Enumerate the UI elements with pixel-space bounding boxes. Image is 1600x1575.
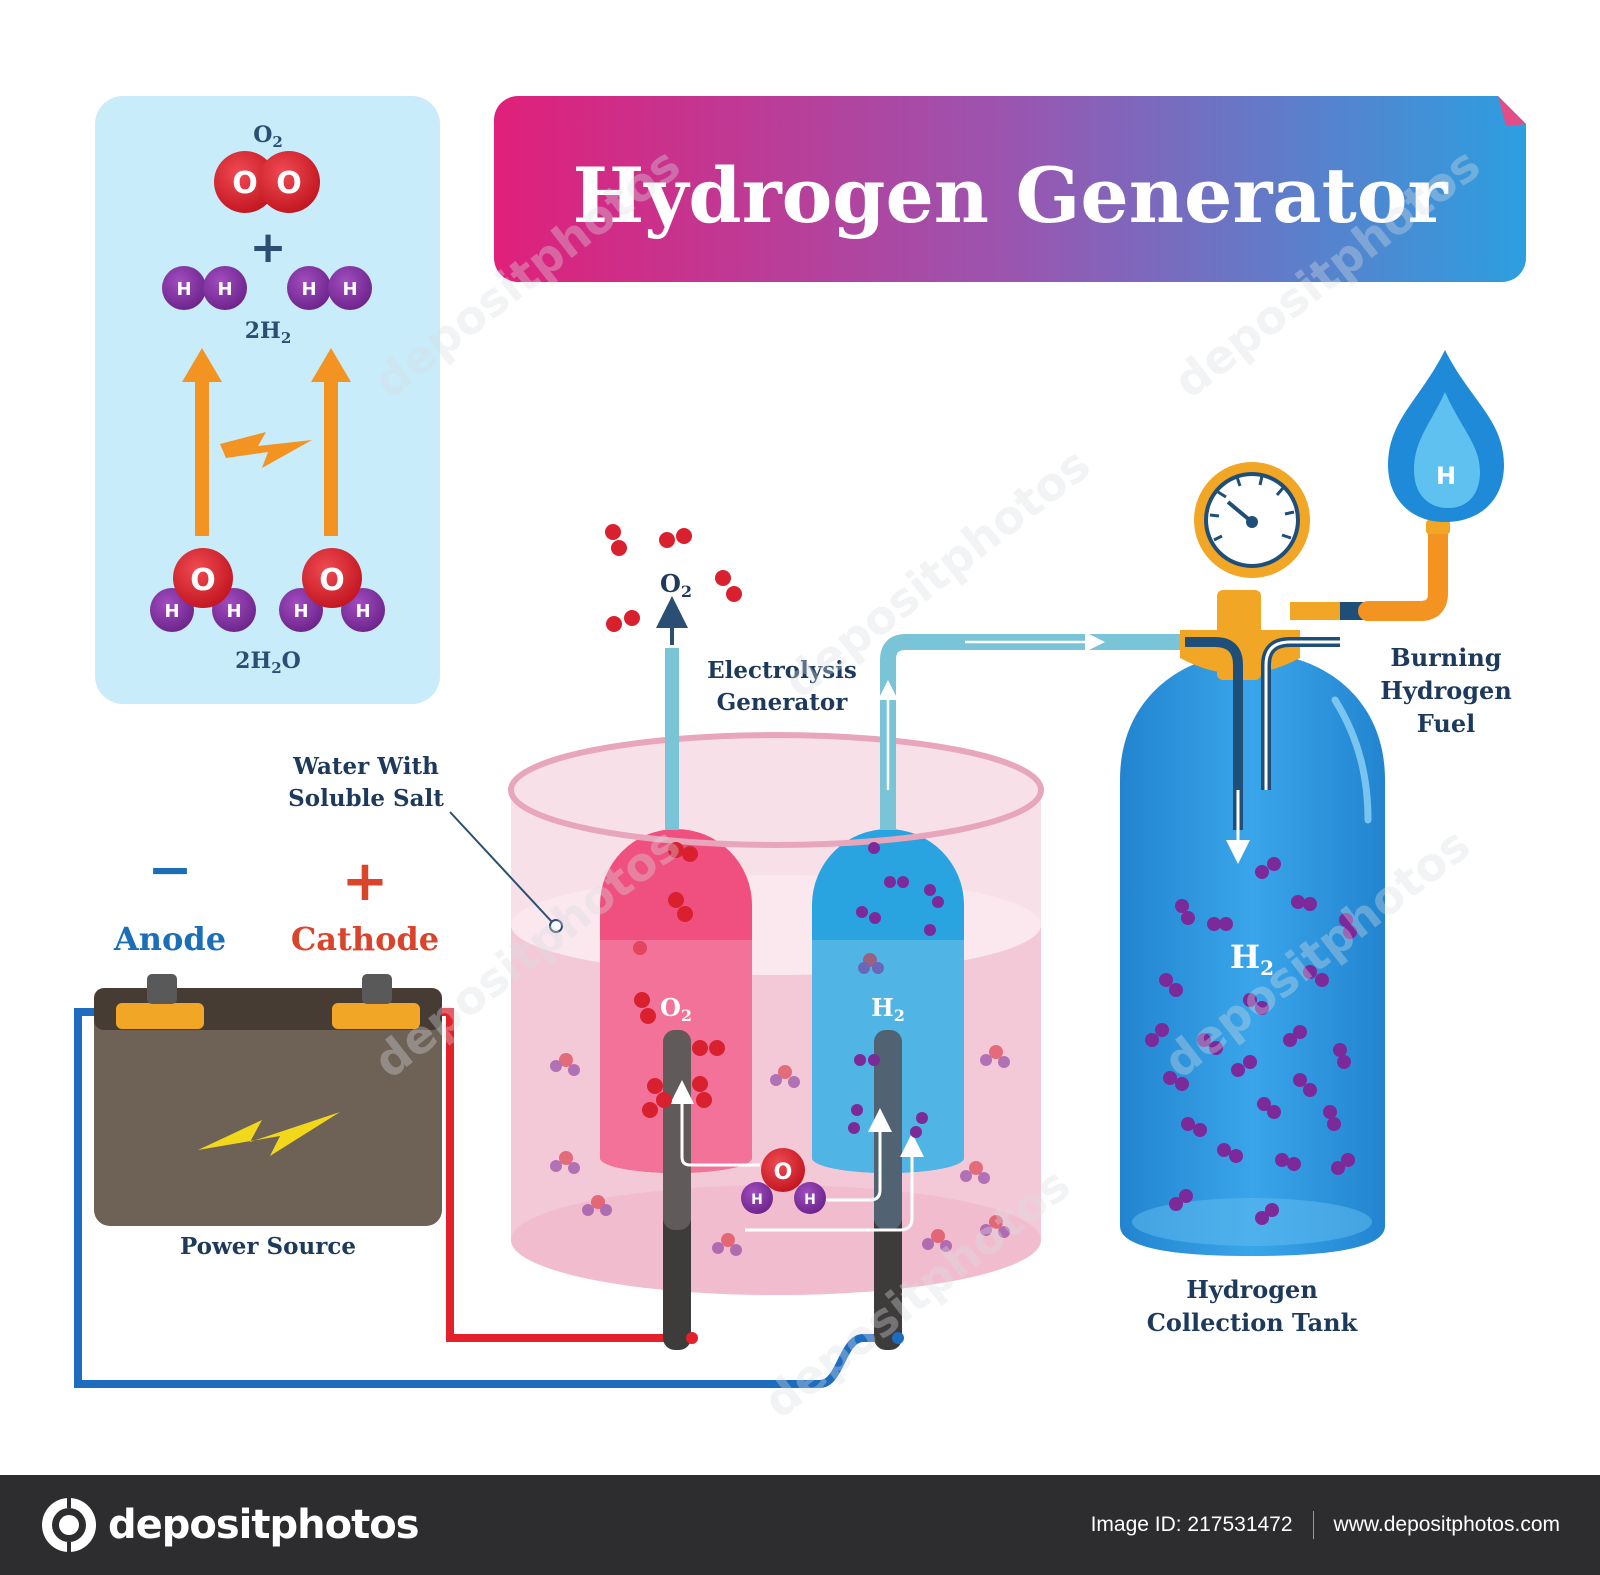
svg-text:O: O <box>276 166 302 201</box>
anode-label: Anode <box>113 920 226 958</box>
tank-hydrogen-molecules <box>1145 857 1357 1225</box>
svg-text:O: O <box>190 563 216 598</box>
water-label-line2: Soluble Salt <box>288 785 444 812</box>
page-title: Hydrogen Generator <box>572 151 1448 240</box>
battery <box>94 974 442 1226</box>
anode-terminal <box>116 1003 204 1029</box>
o2-molecule: O O <box>214 151 320 213</box>
split-arrow-oxygen <box>670 1080 760 1167</box>
svg-text:H: H <box>751 1192 763 1208</box>
brand-logo: depositphotos <box>40 1497 420 1553</box>
inset-background <box>95 96 440 704</box>
reaction-arrow-left <box>182 348 222 536</box>
cathode-sign: + <box>342 849 389 914</box>
split-arrow-hydrogen-1 <box>822 1108 892 1202</box>
svg-text:depositphotos: depositphotos <box>774 437 1100 709</box>
generator-label: Electrolysis <box>707 657 857 684</box>
svg-text:O: O <box>774 1160 793 1185</box>
footer-meta: Image ID: 217531472 www.depositphotos.co… <box>1091 1511 1560 1539</box>
flame-label: Burning <box>1390 643 1501 672</box>
burner <box>1340 520 1450 621</box>
released-oxygen <box>605 524 742 632</box>
svg-text:H: H <box>301 279 316 300</box>
svg-text:H: H <box>355 601 370 622</box>
hydrogen-chamber-label: H2 <box>871 993 905 1025</box>
cathode-terminal <box>332 1003 420 1029</box>
hydrogen-pipe <box>880 634 1185 830</box>
flame-label-line3: Fuel <box>1417 709 1475 738</box>
footer-separator <box>1312 1511 1314 1539</box>
camera-icon <box>42 1498 96 1552</box>
vessel-rim <box>508 732 1044 848</box>
hydrogen-tank: H2 <box>1120 462 1385 1256</box>
svg-text:H: H <box>804 1192 816 1208</box>
oxygen-chamber-label: O2 <box>660 993 692 1025</box>
2h2o-label: 2H2O <box>235 648 301 677</box>
h2-molecule-left: H H <box>162 266 247 310</box>
svg-text:O: O <box>232 166 258 201</box>
svg-text:H: H <box>293 601 308 622</box>
svg-text:O: O <box>319 563 345 598</box>
image-id: Image ID: 217531472 <box>1090 1513 1293 1536</box>
2h2-label: 2H2 <box>245 318 292 347</box>
h2-molecule-right: H H <box>287 266 372 310</box>
energy-bolt-icon <box>220 432 312 468</box>
svg-text:H: H <box>217 279 232 300</box>
split-arrow-hydrogen-2 <box>745 1133 924 1232</box>
svg-text:H: H <box>226 601 241 622</box>
tank-gas-label: H2 <box>1230 938 1274 980</box>
flame-atom-label: H <box>1436 462 1456 490</box>
hydrogen-bubbles-chamber <box>848 842 944 1138</box>
site-url[interactable]: www.depositphotos.com <box>1333 1513 1560 1536</box>
released-o2-label: O2 <box>660 569 692 601</box>
h2o-molecule-right: O H H <box>279 548 385 632</box>
cathode-label: Cathode <box>291 920 439 958</box>
generator-label-line2: Generator <box>717 689 849 716</box>
title-banner: Hydrogen Generator <box>494 96 1526 282</box>
water-label: Water With <box>292 753 439 780</box>
electrolysis-vessel: O H H <box>508 596 1185 1350</box>
svg-text:H: H <box>164 601 179 622</box>
svg-text:H: H <box>176 279 191 300</box>
water-molecule: O H H <box>741 1148 826 1214</box>
oxygen-bubbles <box>634 842 725 1118</box>
power-source-label: Power Source <box>180 1233 356 1260</box>
tank-label-line2: Collection Tank <box>1147 1308 1359 1337</box>
tank-label: Hydrogen <box>1186 1275 1318 1304</box>
dissolved-molecules <box>550 941 1010 1256</box>
reaction-arrow-right <box>311 348 351 536</box>
reaction-plus: + <box>250 222 287 273</box>
flame-label-line2: Hydrogen <box>1380 676 1512 705</box>
water-leader-line <box>449 811 553 923</box>
o2-label: O2 <box>253 122 283 151</box>
wire-negative <box>74 1008 898 1388</box>
anode-sign: − <box>147 838 192 901</box>
reaction-inset: O2 O O + H H H H 2H2 <box>95 96 440 704</box>
h2o-molecule-left: O H H <box>150 548 256 632</box>
flame-icon: H <box>1388 350 1504 522</box>
footer-bar: depositphotos Image ID: 217531472 www.de… <box>0 1475 1600 1575</box>
svg-text:H: H <box>342 279 357 300</box>
brand-name: depositphotos <box>108 1502 420 1548</box>
